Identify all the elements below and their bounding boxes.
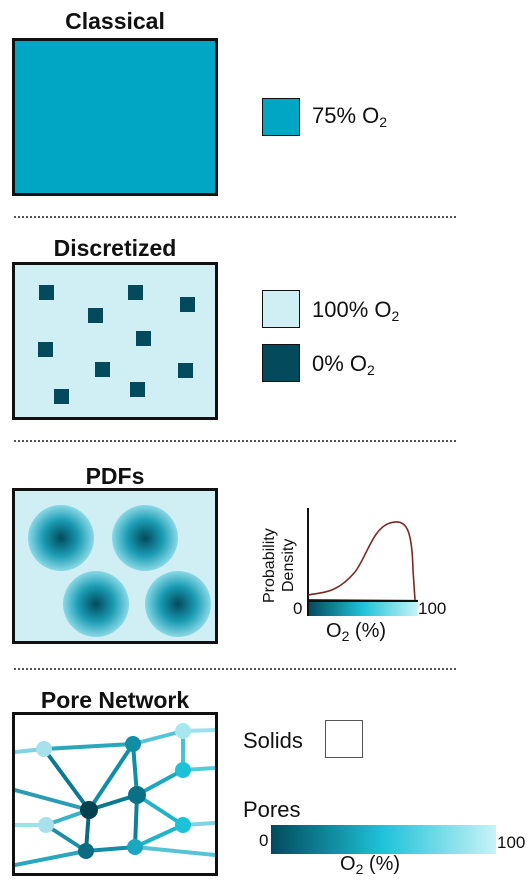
pdf-blob-icon [112,505,178,571]
pore-throat [15,788,91,812]
pdfs-title: PDFs [85,463,145,489]
pore-throat [131,729,185,746]
pore-throat [42,747,91,812]
pore-node-icon [78,843,94,859]
pore-node-icon [128,786,146,804]
divider-3 [14,668,456,670]
pore-node-icon [175,762,191,778]
dark-square [88,308,103,323]
pore-network-panel [12,712,218,876]
classical-title: Classical [65,8,165,34]
legend-0-text: 0% O [312,351,368,376]
legend-100-label: 100% O2 [312,297,399,324]
pores-label: Pores [243,797,301,822]
pores-xlabel-sub: 2 [355,861,364,877]
pdfs-panel [12,488,218,644]
swatch-100-icon [262,290,300,328]
pore-throat [84,845,137,853]
pdf-blob-icon [145,571,211,637]
pores-scale-max: 100 [497,833,526,852]
swatch-75-icon [262,98,300,136]
dark-square [38,342,53,357]
dark-square [178,363,193,378]
pore-node-icon [38,817,54,833]
legend-0-label: 0% O2 [312,351,375,378]
solids-label: Solids [243,728,303,753]
pore-node-icon [36,741,52,757]
legend-100-text: 100% O [312,297,392,322]
pores-xlabel-text: O [340,853,356,875]
dark-square [54,389,69,404]
pore-network-graph [15,723,215,867]
pdf-xlabel-text: O [326,620,342,642]
pdf-blob-icon [28,505,94,571]
pores-xlabel-unit: (%) [363,853,401,875]
pdf-x-min: 0 [293,599,303,618]
legend-0-sub: 2 [367,362,375,378]
pdf-blob-icon [63,571,129,637]
legend-75-text: 75% O [312,103,380,128]
swatch-0-icon [262,344,300,382]
pore-network-title: Pore Network [40,687,190,713]
pores-scale-min: 0 [259,831,269,850]
solid-swatch-icon [325,720,363,758]
pore-node-icon [175,723,191,739]
divider-1 [14,216,456,218]
pdf-ylabel-line2: Density [280,539,297,592]
pore-throat [133,823,185,849]
pore-throat [133,845,215,857]
pdf-xlabel: O2 (%) [326,620,386,644]
pore-node-icon [80,801,98,819]
pdf-xlabel-sub: 2 [341,628,350,644]
legend-75-label: 75% O2 [312,103,387,130]
pore-throat [87,742,135,812]
pore-throat [135,793,185,827]
pdf-curve [307,521,416,601]
pores-colorbar [271,825,496,854]
dark-square [95,362,110,377]
pore-throat [15,849,88,867]
dark-square [39,285,54,300]
pdf-xlabel-unit: (%) [349,620,387,642]
dark-square [180,297,195,312]
dark-square [130,382,145,397]
pore-node-icon [127,839,143,855]
pdf-colorbar [308,599,418,616]
dark-square [136,331,151,346]
legend-100-sub: 2 [391,308,400,324]
pore-throat [42,742,135,751]
pore-node-icon [175,817,191,833]
pdf-x-max: 100 [418,599,447,618]
pdf-ylabel-line1: Probability [261,528,278,603]
classical-panel [12,38,218,196]
pore-node-icon [125,736,141,752]
discretized-panel [12,262,218,420]
divider-2 [14,440,456,442]
legend-75-sub: 2 [379,114,388,130]
pores-xlabel: O2 (%) [340,853,400,877]
discretized-title: Discretized [53,235,177,261]
dark-square [128,285,143,300]
pdf-plot: Probability Density [261,508,418,616]
